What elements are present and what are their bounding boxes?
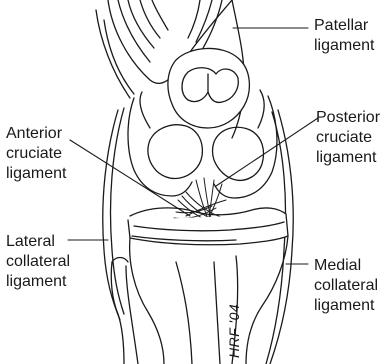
label-patellar-ligament: Patellar ligament — [314, 16, 374, 56]
label-line: Posterior — [316, 108, 380, 128]
label-line: Anterior — [6, 124, 66, 144]
label-line: collateral — [314, 276, 378, 296]
label-line: cruciate — [316, 128, 380, 148]
fibula — [111, 258, 138, 364]
artist-signature: HRF '04 — [226, 304, 242, 358]
label-line: ligament — [314, 296, 378, 316]
label-anterior-cruciate-ligament: Anterior cruciate ligament — [6, 124, 66, 184]
label-posterior-cruciate-ligament: Posterior cruciate ligament — [316, 108, 380, 168]
label-line: Lateral — [6, 232, 70, 252]
label-line: ligament — [6, 272, 70, 292]
label-medial-collateral-ligament: Medial collateral ligament — [314, 256, 378, 316]
label-line: Patellar — [314, 16, 374, 36]
label-line: collateral — [6, 252, 70, 272]
label-line: cruciate — [6, 144, 66, 164]
label-line: ligament — [6, 164, 66, 184]
tibia — [130, 236, 288, 364]
patella — [168, 48, 250, 128]
label-line: Medial — [314, 256, 378, 276]
label-line: ligament — [316, 148, 380, 168]
lateral-collateral-ligament — [103, 108, 124, 320]
label-line: ligament — [314, 36, 374, 56]
tibial-plateau — [128, 208, 288, 245]
label-lateral-collateral-ligament: Lateral collateral ligament — [6, 232, 70, 292]
